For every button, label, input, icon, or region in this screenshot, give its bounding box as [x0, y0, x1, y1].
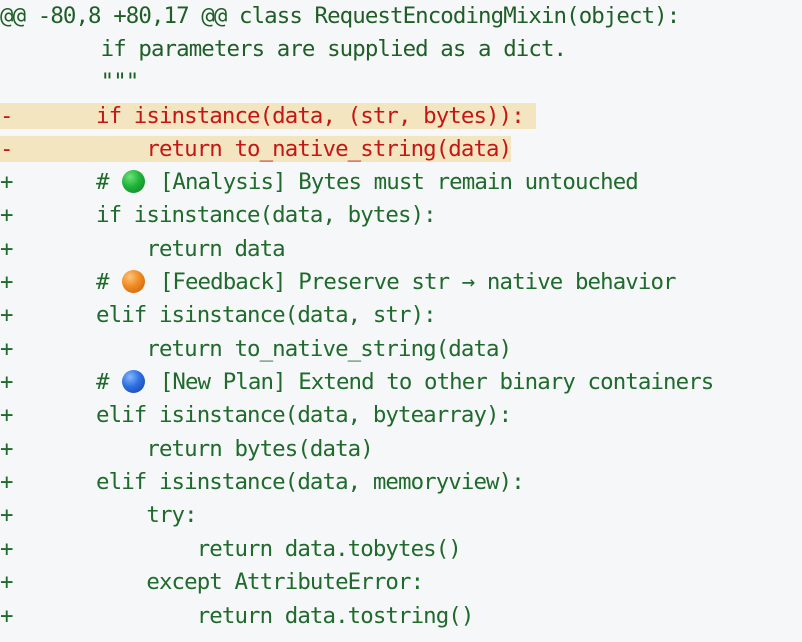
diff-sign: + — [0, 469, 13, 495]
added-line: + return data.tobytes() — [0, 533, 462, 566]
added-line: + # [Analysis] Bytes must remain untouch… — [0, 166, 639, 199]
diff-sign: + — [0, 436, 13, 462]
diff-sign: + — [0, 236, 13, 262]
diff-sign: + — [0, 603, 13, 629]
diff-sign: + — [0, 269, 13, 295]
diff-sign: + — [0, 169, 13, 195]
comment-prefix: # — [8, 269, 122, 295]
diff-sign: + — [0, 202, 13, 228]
added-line-code: if isinstance(data, bytes): — [8, 202, 437, 228]
diff-sign: + — [0, 402, 13, 428]
comment-text: [New Plan] Extend to other binary contai… — [147, 369, 714, 395]
removed-line-code: return to_native_string(data) — [8, 136, 512, 162]
blue-circle-icon — [122, 370, 146, 393]
orange-circle-icon — [122, 270, 146, 293]
added-line: + return to_native_string(data) — [0, 333, 512, 366]
added-line: + return bytes(data) — [0, 433, 374, 466]
added-line: + except AttributeError: — [0, 566, 424, 599]
added-line-code: return data.tostring() — [8, 603, 475, 629]
removed-line: - return to_native_string(data) — [0, 133, 512, 166]
hunk-header: @@ -80,8 +80,17 @@ class RequestEncoding… — [0, 3, 680, 29]
added-line: + try: — [0, 499, 198, 532]
added-line-code: try: — [8, 502, 197, 528]
added-line: + if isinstance(data, bytes): — [0, 199, 437, 232]
added-line-code: return data — [8, 236, 285, 262]
removed-line-highlight: - return to_native_string(data) — [0, 136, 512, 162]
green-circle-icon — [122, 170, 146, 193]
added-line: + elif isinstance(data, str): — [0, 299, 437, 332]
added-line-code: return bytes(data) — [8, 436, 373, 462]
comment-text: [Feedback] Preserve str → native behavio… — [147, 269, 677, 295]
removed-line-highlight: - if isinstance(data, (str, bytes)): — [0, 103, 537, 129]
diff-sign: + — [0, 336, 13, 362]
added-line-code: elif isinstance(data, memoryview): — [8, 469, 525, 495]
removed-line: - if isinstance(data, (str, bytes)): — [0, 100, 537, 133]
added-line: + elif isinstance(data, memoryview): — [0, 466, 525, 499]
added-line: + return data — [0, 233, 286, 266]
added-line-code: return data.tobytes() — [8, 536, 462, 562]
diff-sign: + — [0, 536, 13, 562]
context-line: if parameters are supplied as a dict. — [0, 36, 567, 62]
context-line: """ — [0, 69, 140, 95]
diff-sign: - — [0, 103, 13, 129]
added-line: + # [Feedback] Preserve str → native beh… — [0, 266, 677, 299]
diff-sign: - — [0, 136, 13, 162]
comment-prefix: # — [8, 169, 122, 195]
added-line: + # [New Plan] Extend to other binary co… — [0, 366, 714, 399]
added-line-code: except AttributeError: — [8, 569, 424, 595]
diff-sign: + — [0, 302, 13, 328]
diff-sign: + — [0, 502, 13, 528]
added-line-code: return to_native_string(data) — [8, 336, 512, 362]
diff-sign: + — [0, 369, 13, 395]
diff-sign: + — [0, 569, 13, 595]
comment-prefix: # — [8, 369, 122, 395]
comment-text: [Analysis] Bytes must remain untouched — [147, 169, 639, 195]
removed-line-code: if isinstance(data, (str, bytes)): — [8, 103, 537, 129]
added-line-code: elif isinstance(data, str): — [8, 302, 437, 328]
added-line: + return data.tostring() — [0, 600, 475, 633]
added-line-code: elif isinstance(data, bytearray): — [8, 402, 512, 428]
added-line: + elif isinstance(data, bytearray): — [0, 399, 512, 432]
